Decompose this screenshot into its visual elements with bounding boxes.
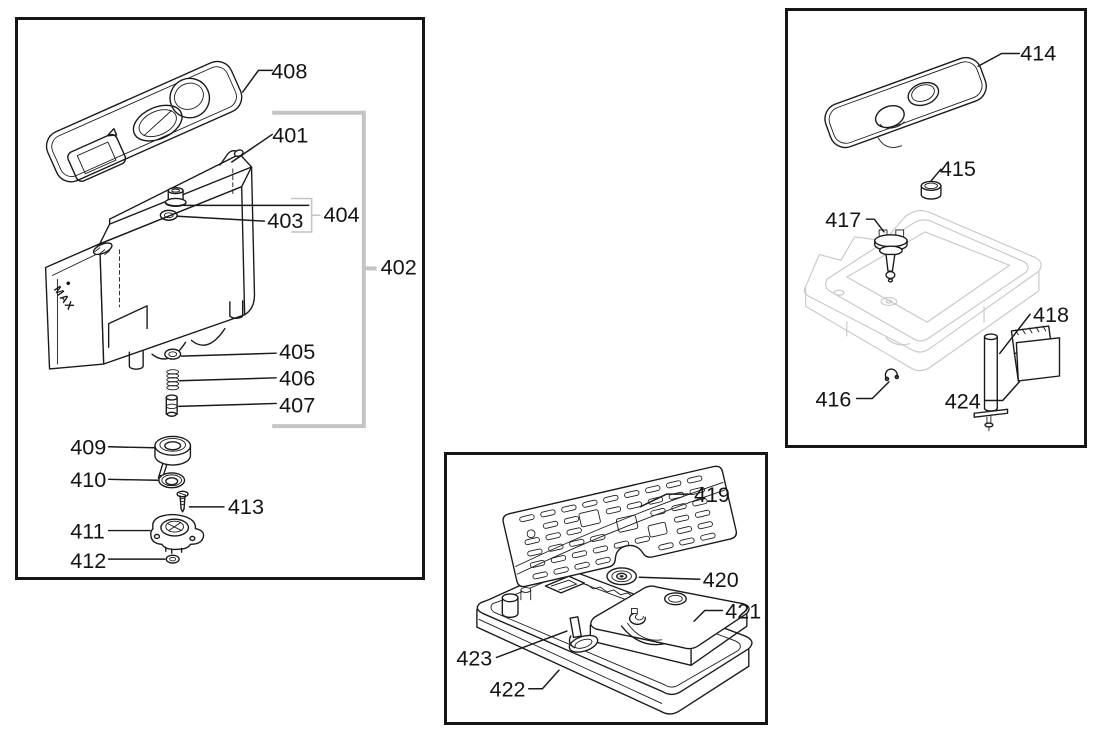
part-418-hinge-pin <box>973 333 1009 432</box>
callout-413: 413 <box>188 494 264 519</box>
part-label-413: 413 <box>228 494 264 519</box>
part-label-405: 405 <box>279 339 315 364</box>
callout-422: 422 <box>490 669 560 702</box>
part-414-tray-cover <box>824 56 987 149</box>
callout-423: 423 <box>456 630 568 670</box>
tank-hinge-spout <box>92 242 113 256</box>
part-label-422: 422 <box>490 678 526 702</box>
part-label-410: 410 <box>70 467 106 492</box>
drip-tray-body-ghost <box>803 209 1042 372</box>
part-label-406: 406 <box>279 366 315 391</box>
drip-tray-upper-drawing: 414 415 417 418 416 424 <box>803 40 1069 432</box>
callout-419: 419 <box>639 483 730 508</box>
callout-417: 417 <box>825 207 885 233</box>
callout-405: 405 <box>180 339 315 364</box>
part-label-407: 407 <box>279 392 315 417</box>
part-421-compartment-cover <box>589 585 750 666</box>
part-label-402: 402 <box>381 254 417 279</box>
callout-421: 421 <box>693 599 761 623</box>
part-label-420: 420 <box>703 568 739 592</box>
part-415-cap <box>920 180 942 200</box>
part-412-o-ring <box>165 554 180 564</box>
tray-pocket <box>544 575 586 594</box>
part-label-408: 408 <box>271 58 307 83</box>
drip-tray-lower-drawing: 419 420 421 423 422 <box>456 465 761 715</box>
part-420-grommet <box>606 567 638 586</box>
callout-414: 414 <box>977 40 1056 68</box>
part-416-e-clip <box>884 368 900 382</box>
part-label-419: 419 <box>694 483 730 507</box>
part-label-414: 414 <box>1020 40 1056 65</box>
max-dot <box>66 281 71 286</box>
callout-412: 412 <box>70 548 166 573</box>
tray-rim-texture <box>585 583 635 599</box>
part-label-417: 417 <box>825 207 861 232</box>
cup-below-cover <box>877 137 903 148</box>
part-label-423: 423 <box>456 646 492 670</box>
part-423-latch <box>568 616 599 653</box>
part-409-valve-cup <box>154 435 192 480</box>
part-401-tank-body: MAX <box>44 149 256 370</box>
callout-403: 403 <box>176 208 303 233</box>
callout-408: 408 <box>241 58 307 93</box>
callout-407: 407 <box>177 392 315 417</box>
part-label-421: 421 <box>725 599 761 623</box>
callout-415: 415 <box>930 156 976 182</box>
part-label-404: 404 <box>323 202 359 227</box>
water-tank-assembly-drawing: MAX <box>44 58 417 573</box>
part-406-spring <box>166 369 180 391</box>
part-411-valve-mount <box>150 513 205 554</box>
part-419-drip-grid <box>502 465 738 588</box>
callout-424: 424 <box>945 381 1021 413</box>
panel-drip-tray-upper-assembly: 414 415 417 418 416 424 <box>785 8 1087 448</box>
part-410-seal-ring <box>158 472 186 489</box>
panel-water-tank-assembly: MAX <box>15 17 425 580</box>
callout-411: 411 <box>70 518 151 543</box>
callout-402: 402 <box>381 254 417 279</box>
group-bracket-402 <box>272 110 377 429</box>
tank-valve-stem <box>164 186 187 208</box>
part-413-screw <box>176 490 189 513</box>
part-424-bracket-clip <box>1010 325 1061 382</box>
part-405-washer <box>164 348 182 360</box>
part-label-416: 416 <box>815 386 851 411</box>
panel-drip-tray-lower-assembly: 419 420 421 423 422 <box>444 452 768 725</box>
part-408-tank-lid <box>45 60 243 183</box>
cover-hook <box>629 608 646 626</box>
callout-420: 420 <box>638 568 739 592</box>
callout-410: 410 <box>70 467 159 492</box>
part-label-403: 403 <box>267 208 303 233</box>
callout-404: 404 <box>182 202 360 227</box>
callout-416: 416 <box>815 381 890 411</box>
part-417-float-valve <box>874 229 908 283</box>
callout-409: 409 <box>70 435 156 460</box>
part-label-409: 409 <box>70 435 106 460</box>
part-label-411: 411 <box>70 518 105 543</box>
part-label-415: 415 <box>940 156 976 181</box>
part-label-401: 401 <box>272 122 308 147</box>
part-label-424: 424 <box>945 388 981 413</box>
tray-posts <box>501 587 532 618</box>
callout-406: 406 <box>178 366 315 391</box>
callout-418: 418 <box>998 302 1069 355</box>
part-label-418: 418 <box>1033 302 1069 327</box>
part-label-412: 412 <box>70 548 106 573</box>
group-bracket-404 <box>290 197 321 233</box>
callout-401: 401 <box>231 122 308 163</box>
tank-seal-seat <box>159 209 178 221</box>
part-407-valve-pin <box>165 394 178 417</box>
tank-feet <box>107 300 244 370</box>
